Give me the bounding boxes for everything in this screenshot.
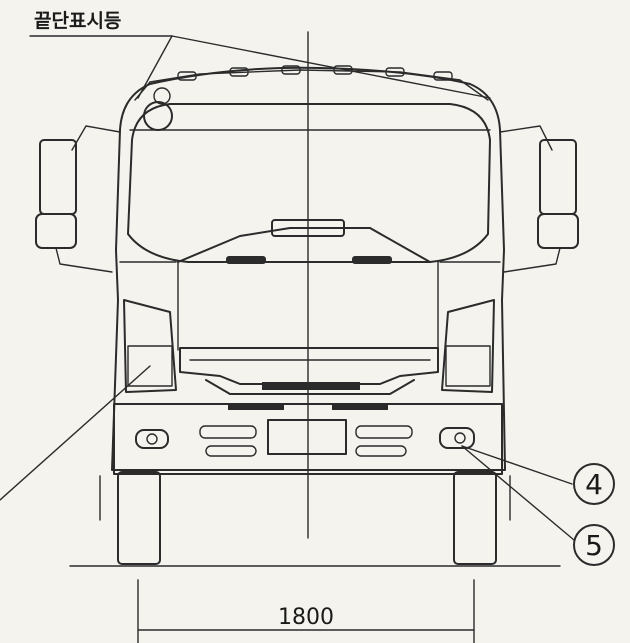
- bumper-vent-right-2: [355, 445, 407, 457]
- callout-4-label: 4: [585, 468, 603, 501]
- windshield: [127, 103, 491, 263]
- bumper-vent-left-1: [199, 425, 257, 439]
- right-headlight-housing: [441, 299, 495, 393]
- wheels: [99, 471, 511, 565]
- bumper-strip-left: [228, 404, 284, 410]
- roof-lamp-4: [333, 65, 353, 75]
- bumper: [113, 403, 503, 475]
- roof-lamp-6: [433, 71, 453, 81]
- left-headlight-housing: [123, 299, 177, 393]
- bumper-strip-right: [332, 404, 388, 410]
- width-dimension: 1800: [137, 579, 475, 643]
- roof-edge: [134, 69, 489, 101]
- logo-bar: [262, 382, 360, 390]
- callout-5-circle: [573, 524, 615, 566]
- right-wiper: [352, 256, 392, 264]
- leader-line-right: [171, 35, 491, 99]
- left-tire: [117, 471, 161, 565]
- grille-upper: [179, 347, 439, 385]
- roof-lamp-1: [177, 71, 197, 81]
- cowl-panel: [177, 227, 431, 263]
- end-marker-lamp-label: 끝단표시등: [34, 10, 121, 32]
- wiper-area: [177, 219, 431, 264]
- roof-lamp-3: [281, 65, 301, 75]
- end-marker-lamp-annotation: 끝단표시등: [29, 10, 491, 99]
- right-fog-lamp: [439, 427, 475, 449]
- callout-5-label: 5: [585, 529, 603, 562]
- left-mirror-glass: [39, 139, 77, 215]
- right-mirror-glass: [539, 139, 577, 215]
- bumper-vent-left-2: [205, 445, 257, 457]
- cab-outline: [111, 66, 506, 471]
- grille-lower: [205, 379, 415, 395]
- bumper-vent-right-1: [355, 425, 413, 439]
- left-headlight: [127, 345, 173, 387]
- right-tire: [453, 471, 497, 565]
- right-mirror-stay: [503, 247, 561, 273]
- roof-lamp-5: [385, 67, 405, 77]
- callout-5: 5: [461, 445, 615, 566]
- front-grille: [179, 347, 439, 395]
- right-headlight: [445, 345, 491, 387]
- left-mirror-stay: [55, 247, 113, 273]
- callout-5-leader: [461, 445, 575, 541]
- right-fog-lamp-bulb: [454, 432, 466, 444]
- left-fog-lamp: [135, 429, 169, 449]
- cab-body: [111, 65, 506, 471]
- headlight-leader-line: [0, 365, 151, 501]
- width-dimension-label: 1800: [278, 605, 334, 630]
- wiper-housing: [271, 219, 345, 237]
- left-wiper: [226, 256, 266, 264]
- callout-4-circle: [573, 463, 615, 505]
- left-mirror-lower: [35, 213, 77, 249]
- right-mirror: [499, 125, 579, 273]
- left-fog-lamp-bulb: [146, 433, 158, 445]
- bumper-body: [113, 403, 503, 475]
- upper-marker-lamp: [153, 87, 171, 105]
- right-mirror-lower: [537, 213, 579, 249]
- left-mirror-arm: [71, 125, 121, 151]
- license-plate: [267, 419, 347, 455]
- callout-4-leader: [461, 445, 573, 485]
- callout-4: 4: [461, 445, 615, 505]
- right-mirror-arm: [499, 125, 553, 151]
- roof-lamp-2: [229, 67, 249, 77]
- left-mirror: [35, 125, 121, 273]
